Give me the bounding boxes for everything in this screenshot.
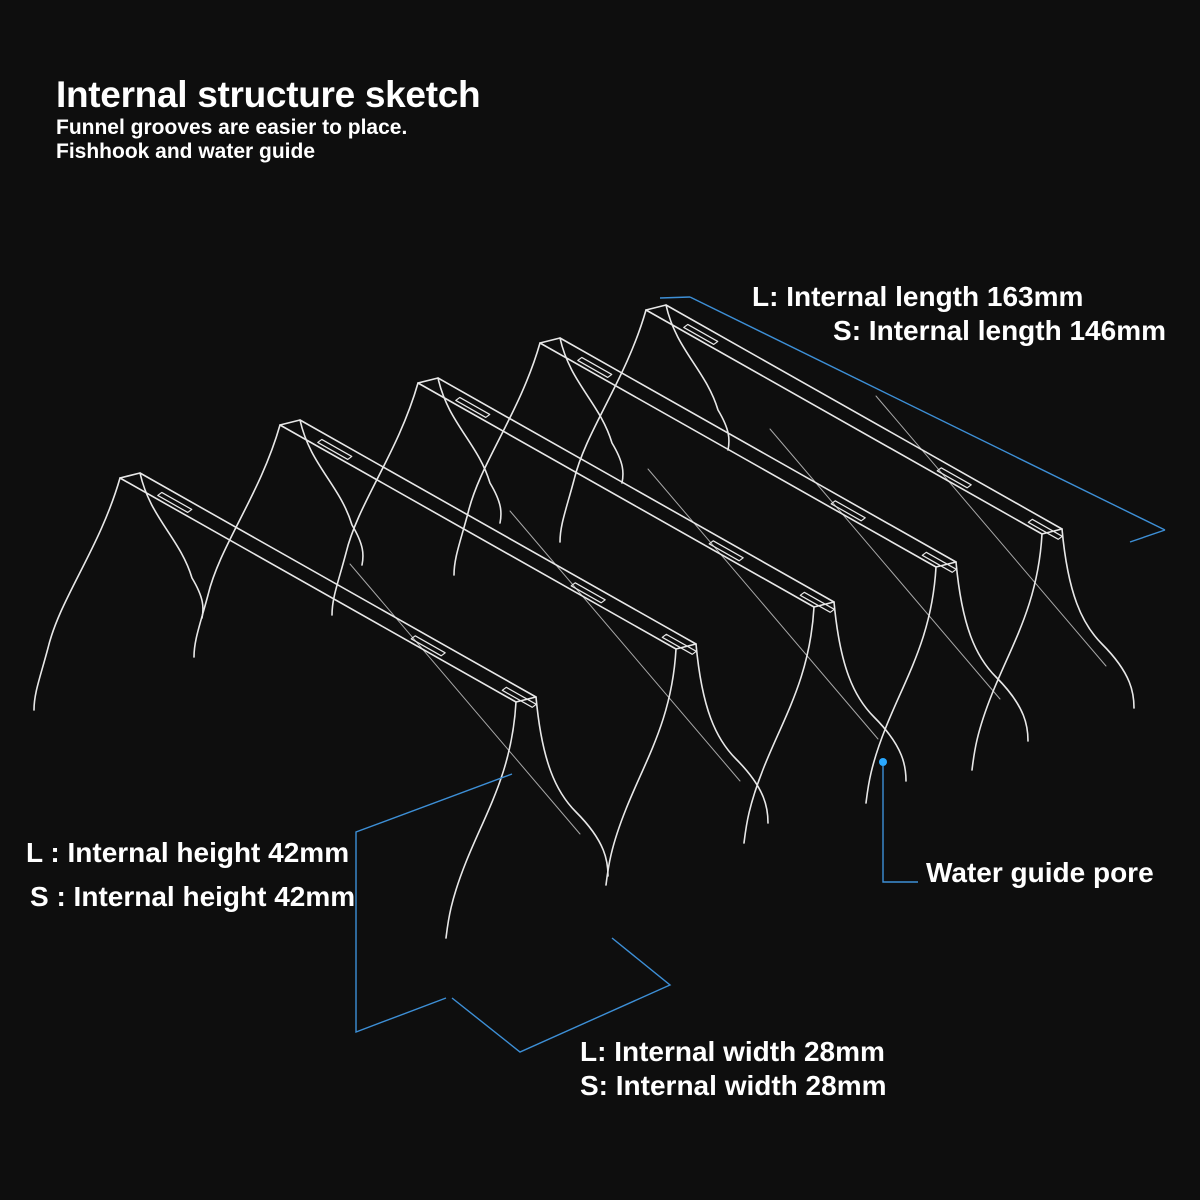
- height-label-s: S : Internal height 42mm: [30, 881, 356, 912]
- groove-slot: [936, 467, 972, 489]
- height-dim-line: [355, 773, 513, 1034]
- wall-back-curve: [453, 342, 541, 576]
- subtitle-line-1: Funnel grooves are easier to place.: [56, 116, 408, 139]
- groove-slot: [501, 686, 537, 708]
- water-guide-pore-dot: [879, 758, 887, 766]
- length-label-s: S: Internal length 146mm: [833, 315, 1166, 346]
- page-title: Internal structure sketch: [56, 74, 481, 115]
- divider-wall-4: [453, 337, 1029, 804]
- groove-slot: [661, 633, 697, 655]
- groove-slot: [157, 491, 193, 514]
- groove-slot: [455, 396, 491, 419]
- wall-top-edge: [417, 377, 835, 608]
- wall-back-curve-inner: [437, 377, 502, 524]
- wall-front-curve-inner: [971, 533, 1043, 771]
- wall-back-curve: [559, 309, 647, 543]
- wall-top-edge: [539, 337, 957, 568]
- wall-back-curve-inner: [665, 304, 730, 451]
- height-label-l: L : Internal height 42mm: [26, 837, 350, 868]
- wall-front-curve: [695, 643, 769, 824]
- wall-base-line: [875, 395, 1107, 667]
- groove-slot: [1027, 518, 1063, 540]
- groove-slot: [799, 591, 835, 613]
- wall-base-line: [509, 510, 741, 782]
- wall-back-curve-inner: [299, 419, 364, 566]
- wall-front-curve: [535, 696, 609, 877]
- wall-back-curve-inner: [559, 337, 624, 484]
- wall-front-curve-inner: [865, 566, 937, 804]
- groove-slot: [708, 540, 744, 562]
- subtitle-line-2: Fishhook and water guide: [56, 140, 316, 163]
- groove-slot: [830, 500, 866, 522]
- wall-front-curve: [955, 561, 1029, 742]
- wall-base-line: [769, 428, 1001, 700]
- divider-wall-3: [331, 377, 907, 844]
- groove-slot: [570, 582, 606, 604]
- wall-back-curve-inner: [139, 472, 204, 619]
- wall-front-curve: [833, 601, 907, 782]
- wall-front-curve-inner: [605, 648, 677, 886]
- groove-slot: [921, 551, 957, 573]
- length-dim-tick-end: [1129, 529, 1166, 543]
- wall-top-edge: [279, 419, 697, 650]
- wall-front-curve-inner: [743, 606, 815, 844]
- divider-wall-2: [193, 419, 769, 886]
- wall-back-curve: [33, 477, 121, 711]
- length-dim-tick: [659, 296, 691, 299]
- wall-back-curve: [193, 424, 281, 658]
- wall-front-curve-inner: [445, 701, 517, 939]
- divider-wall-1: [33, 472, 609, 939]
- groove-slot: [577, 356, 613, 379]
- width-dim-line: [451, 937, 672, 1053]
- width-label-s: S: Internal width 28mm: [580, 1070, 887, 1101]
- length-dim-line: [689, 296, 1166, 531]
- wall-top-edge: [119, 472, 537, 703]
- wall-front-curve: [1061, 528, 1135, 709]
- width-label-l: L: Internal width 28mm: [580, 1036, 885, 1067]
- wall-back-curve: [331, 382, 419, 616]
- wall-base-line: [647, 468, 879, 740]
- water-guide-pore-label: Water guide pore: [926, 857, 1154, 888]
- groove-slot: [317, 438, 353, 461]
- wall-base-line: [349, 563, 581, 835]
- groove-slot: [410, 635, 446, 657]
- length-label-l: L: Internal length 163mm: [752, 281, 1084, 312]
- divider-wall-5: [559, 304, 1135, 771]
- groove-slot: [683, 323, 719, 346]
- water-guide-pore-leader: [882, 766, 918, 883]
